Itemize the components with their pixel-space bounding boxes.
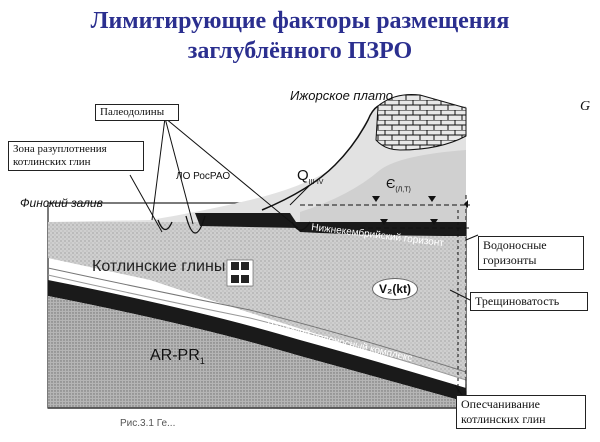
- label-sanding: Опесчанивание котлинских глин: [456, 395, 586, 429]
- title-line-2: заглублённого ПЗРО: [187, 38, 413, 64]
- label-ar-pr: AR-PR1: [150, 347, 205, 366]
- label-aquifers: Водоносные горизонты: [478, 236, 584, 270]
- label-izhora-plateau: Ижорское плато: [290, 88, 394, 103]
- plateau-slope: [261, 105, 379, 211]
- quaternary-symbol: Q: [297, 167, 309, 184]
- repository-dark-band: [195, 213, 300, 228]
- ar-pr-subscript: 1: [199, 356, 205, 367]
- fracturing-text: Трещиноватость: [475, 294, 560, 308]
- lower-cambrian-horizon-band: [290, 222, 466, 236]
- quaternary-subscript: III-IV: [308, 179, 324, 186]
- label-fracturing: Трещиноватость: [470, 292, 588, 311]
- sanding-line-1: Опесчанивание: [461, 397, 541, 411]
- radiation-trefoil-icon: [226, 259, 254, 287]
- label-finnish-gulf: Финский залив: [20, 196, 103, 210]
- aquifers-line-2: горизонты: [483, 253, 537, 267]
- label-cambrian: Є(Л,Т): [386, 176, 411, 194]
- vendian-aquifer-band: [48, 280, 466, 402]
- water-table-triangle-icon: [380, 219, 388, 225]
- label-decompaction-zone: Зона разуплотнения котлинских глин: [8, 141, 144, 171]
- label-kotlin-clays: Котлинские глины: [92, 258, 226, 275]
- water-table-triangle-icon: [428, 196, 436, 202]
- paleovalleys-text: Палеодолины: [100, 106, 165, 118]
- cambrian-symbol: Є: [386, 176, 396, 191]
- decompaction-line-2: котлинских глин: [13, 156, 91, 168]
- slide-title: Лимитирующие факторы размещения заглублё…: [0, 6, 600, 66]
- title-line-1: Лимитирующие факторы размещения: [90, 8, 510, 34]
- ar-pr-symbol: AR-PR: [150, 347, 200, 364]
- sanding-line-2: котлинских глин: [461, 412, 546, 426]
- cambrian-subscript: (Л,Т): [395, 186, 411, 194]
- cambrian-layer: [300, 150, 466, 222]
- water-table-triangle-icon: [430, 219, 438, 225]
- decompaction-line-1: Зона разуплотнения: [13, 143, 107, 155]
- caption-fragment: Рис.3.1 Ге...: [120, 418, 176, 429]
- water-table-triangle-icon: [372, 196, 380, 202]
- label-quaternary: QIII-IV: [297, 167, 323, 186]
- label-paleovalleys: Палеодолины: [95, 104, 179, 121]
- aquifers-line-1: Водоносные: [483, 238, 547, 252]
- label-lo-rosrao: ЛО РосРАО: [176, 171, 231, 182]
- corner-mark-icon: G: [580, 99, 590, 114]
- label-vendian: V₂(kt): [372, 278, 418, 300]
- basement-layer: [48, 296, 466, 408]
- plateau-limestone: [375, 94, 467, 151]
